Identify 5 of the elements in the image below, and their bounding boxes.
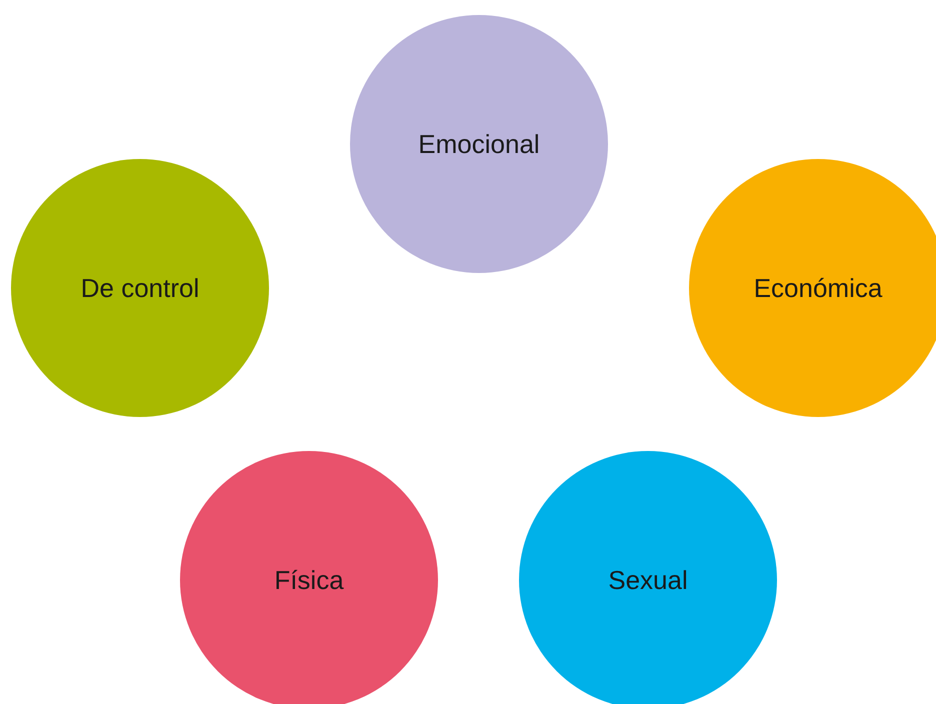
circle-label: Física <box>274 564 344 596</box>
circle-label: Sexual <box>608 564 688 596</box>
circle-label: Económica <box>754 272 882 304</box>
circle-label: Emocional <box>418 128 540 160</box>
circle-label: De control <box>80 272 200 304</box>
